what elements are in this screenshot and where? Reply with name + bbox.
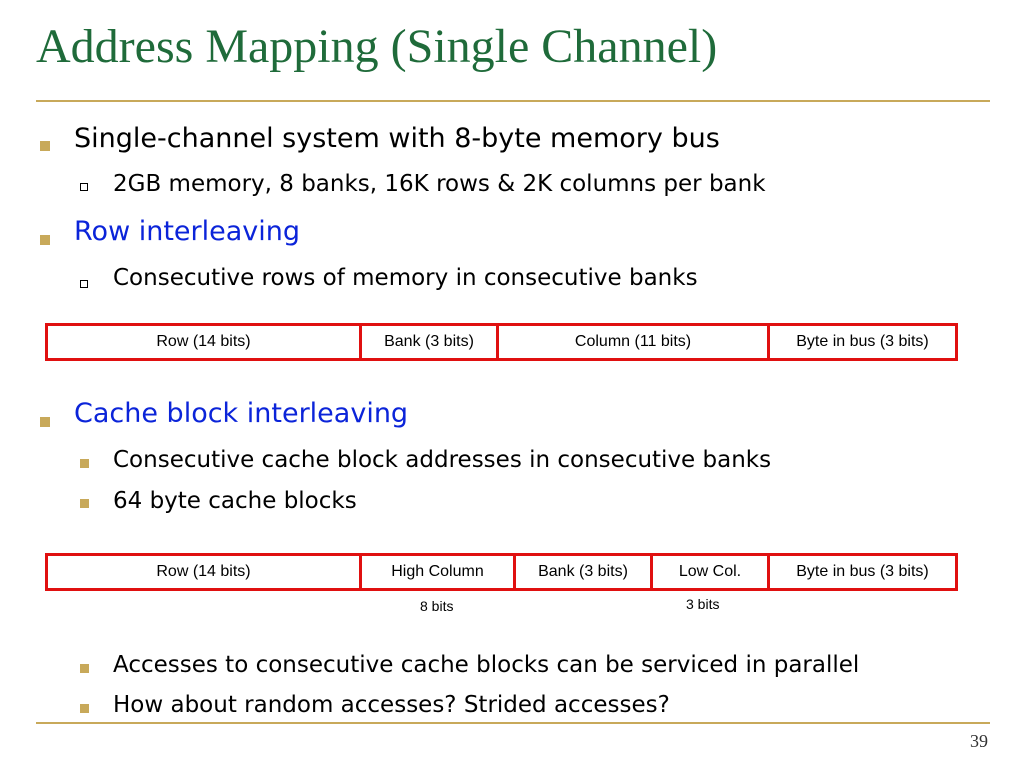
- bullet-consecutive-rows: Consecutive rows of memory in consecutiv…: [113, 265, 698, 291]
- bullet-square-icon: [40, 141, 50, 151]
- page-number: 39: [970, 731, 988, 751]
- bullet-square-icon: [80, 704, 89, 713]
- bank-field: Bank (3 bits): [359, 323, 499, 361]
- row-field: Row (14 bits): [45, 323, 362, 361]
- cache-interleave-address-diagram: Row (14 bits) High Column Bank (3 bits) …: [45, 553, 958, 591]
- bullet-square-icon: [80, 459, 89, 468]
- bullet-parallel-access: Accesses to consecutive cache blocks can…: [113, 652, 860, 678]
- bullet-hollow-square-icon: [80, 183, 88, 191]
- byte-in-bus-field: Byte in bus (3 bits): [767, 553, 958, 591]
- bullet-memory-config: 2GB memory, 8 banks, 16K rows & 2K colum…: [113, 171, 766, 197]
- bullet-row-interleaving: Row interleaving: [74, 216, 301, 247]
- slide-title: Address Mapping (Single Channel): [36, 20, 718, 73]
- byte-in-bus-field: Byte in bus (3 bits): [767, 323, 958, 361]
- bullet-square-icon: [40, 235, 50, 245]
- column-field: Column (11 bits): [496, 323, 770, 361]
- footer-divider: [36, 722, 990, 724]
- title-divider: [36, 100, 990, 102]
- high-column-bits-note: 8 bits: [420, 598, 454, 614]
- bullet-single-channel: Single-channel system with 8-byte memory…: [74, 123, 720, 154]
- low-column-field: Low Col.: [650, 553, 770, 591]
- bullet-square-icon: [80, 664, 89, 673]
- bullet-hollow-square-icon: [80, 280, 88, 288]
- bullet-square-icon: [40, 417, 50, 427]
- high-column-field: High Column: [359, 553, 516, 591]
- bullet-64-byte-blocks: 64 byte cache blocks: [113, 488, 357, 514]
- bank-field: Bank (3 bits): [513, 553, 653, 591]
- row-field: Row (14 bits): [45, 553, 362, 591]
- bullet-random-strided: How about random accesses? Strided acces…: [113, 692, 670, 718]
- bullet-cache-block-interleaving: Cache block interleaving: [74, 398, 409, 429]
- bullet-consecutive-cache-blocks: Consecutive cache block addresses in con…: [113, 447, 772, 473]
- row-interleave-address-diagram: Row (14 bits) Bank (3 bits) Column (11 b…: [45, 323, 958, 361]
- low-column-bits-note: 3 bits: [686, 596, 720, 612]
- bullet-square-icon: [80, 499, 89, 508]
